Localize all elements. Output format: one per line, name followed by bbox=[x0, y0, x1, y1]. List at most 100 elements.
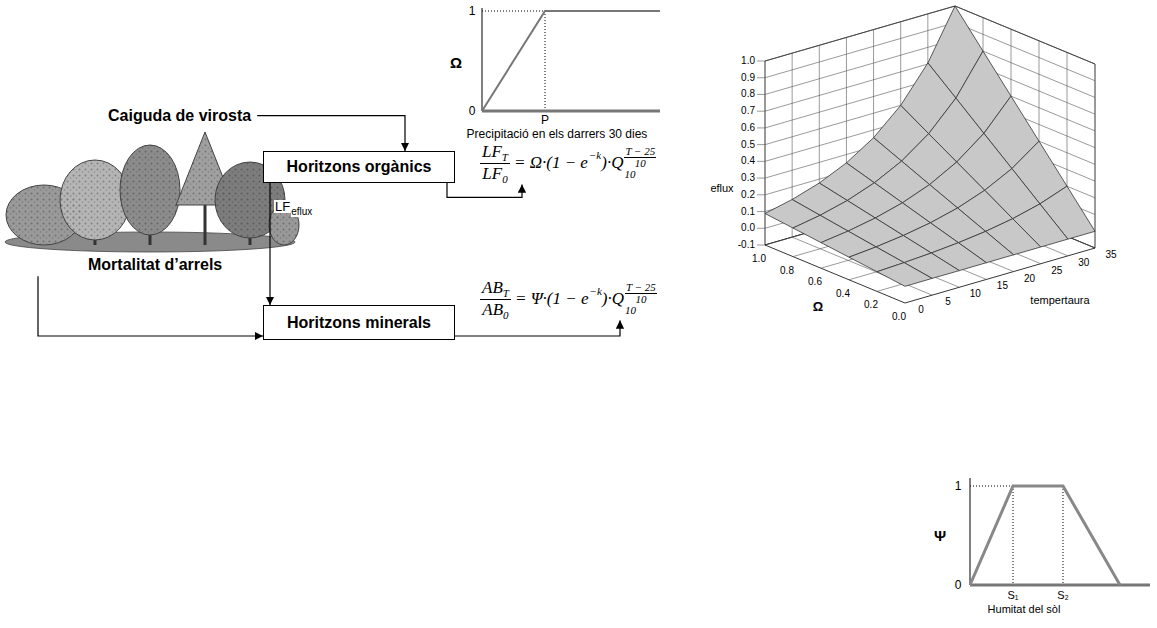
axis-label: 0.5 bbox=[741, 140, 755, 150]
axis-label: 1.0 bbox=[741, 56, 755, 66]
grid-line bbox=[757, 61, 765, 62]
axis-label: 0.2 bbox=[741, 190, 755, 200]
flux-label: Caiguda de virosta bbox=[106, 104, 257, 127]
axis-label: eflux bbox=[291, 207, 312, 217]
grid-line bbox=[757, 94, 765, 95]
flow-arrow bbox=[257, 116, 405, 151]
equation-part: T − 251010 bbox=[624, 146, 656, 180]
axis-label: 0 bbox=[955, 579, 962, 591]
equation-term: 10 bbox=[625, 305, 636, 316]
axis-label: 0.9 bbox=[741, 73, 755, 83]
texture bbox=[120, 145, 180, 235]
equation-part: LF0 bbox=[480, 164, 509, 184]
flux-label: LF bbox=[274, 200, 291, 213]
axis-label: 1 bbox=[955, 480, 962, 492]
process-box: Horitzons orgànics bbox=[263, 151, 455, 183]
equation-term: AB bbox=[482, 278, 503, 297]
omega-chart bbox=[482, 8, 660, 111]
axis-label: Ω bbox=[813, 300, 823, 313]
axis-label: 0.8 bbox=[780, 266, 794, 276]
axis-label: tempertaura bbox=[1030, 295, 1089, 306]
vegetation-illustration bbox=[5, 132, 299, 252]
grid-line bbox=[757, 77, 765, 78]
grid-line bbox=[757, 111, 765, 112]
guide-line bbox=[482, 11, 545, 12]
equation-term: 0 bbox=[502, 173, 508, 185]
equation-term: )·Q bbox=[601, 153, 623, 173]
equation-term: T − 25 bbox=[625, 145, 655, 157]
grid-line bbox=[757, 178, 765, 179]
grid-line bbox=[757, 127, 765, 128]
axis-label: Ω bbox=[450, 55, 462, 70]
shrub bbox=[60, 160, 130, 240]
axis-label: 0.2 bbox=[864, 300, 878, 310]
equation-term: 10 bbox=[635, 294, 646, 305]
equation-part: ABT bbox=[480, 279, 511, 300]
grid-line bbox=[757, 211, 765, 212]
axis bbox=[482, 8, 483, 111]
axis-label: Precipitació en els darrers 30 dies bbox=[467, 128, 648, 140]
guide-line bbox=[970, 486, 1013, 487]
node-text: Horitzons minerals bbox=[287, 314, 431, 332]
axis-label: Ψ bbox=[934, 528, 946, 543]
guide-line bbox=[1063, 486, 1064, 584]
axis-label: 5 bbox=[945, 297, 951, 307]
surface-patch bbox=[877, 263, 932, 287]
axis-label: 1.0 bbox=[752, 254, 766, 264]
axis-label: 25 bbox=[1051, 266, 1062, 276]
equation-term: −k bbox=[590, 285, 602, 297]
equation-term: AB bbox=[482, 300, 503, 319]
node-text: Caiguda de virosta bbox=[108, 107, 251, 124]
flow-arrow bbox=[447, 183, 522, 197]
axis-label: eflux bbox=[710, 183, 733, 194]
grid-line bbox=[757, 228, 765, 229]
axis bbox=[970, 584, 1150, 587]
node-text: Horitzons orgànics bbox=[287, 158, 432, 176]
equation-part: T − 25 bbox=[625, 282, 657, 294]
equation-part: AB0 bbox=[480, 300, 510, 320]
axis-label: 0.6 bbox=[808, 277, 822, 287]
equation-part: T − 2510 bbox=[625, 282, 657, 305]
axis-label: 30 bbox=[1078, 258, 1089, 268]
equation-term: = Ω·(1 − e bbox=[514, 153, 588, 173]
equation: ABTAB0= Ψ·(1 − e−k)·QT − 251010 bbox=[480, 279, 657, 319]
texture bbox=[60, 160, 130, 240]
axis-label: S₂ bbox=[1057, 590, 1069, 601]
equation-term: )·Q bbox=[602, 289, 624, 309]
flow-arrow bbox=[269, 183, 270, 305]
axis-label: 0.8 bbox=[741, 89, 755, 99]
grid-line bbox=[765, 6, 955, 61]
shrub bbox=[120, 145, 180, 235]
axis bbox=[482, 110, 660, 113]
node-text: Mortalitat d’arrels bbox=[88, 256, 222, 273]
equation-part: T − 2510 bbox=[624, 146, 656, 169]
axis-label: S₁ bbox=[1007, 590, 1018, 601]
guide-line bbox=[1013, 486, 1014, 584]
axis-label: 15 bbox=[997, 281, 1008, 291]
axis-label: Humitat del sòl bbox=[988, 604, 1061, 615]
equation-part: T − 251010 bbox=[625, 282, 657, 316]
flow-arrow bbox=[38, 276, 263, 336]
grid-line bbox=[757, 144, 765, 145]
axis-label: 0.3 bbox=[741, 173, 755, 183]
equation-term: LF bbox=[482, 142, 502, 161]
equation-term: T − 25 bbox=[626, 281, 656, 293]
axis-label: 0.7 bbox=[741, 106, 755, 116]
axis-label: -0.1 bbox=[738, 240, 755, 250]
axis-label: 0 bbox=[918, 305, 924, 315]
axis-label: 0.0 bbox=[741, 223, 755, 233]
surface-chart bbox=[757, 6, 1095, 303]
equation-term: −k bbox=[589, 149, 601, 161]
equation-term: = Ψ·(1 − e bbox=[515, 289, 589, 309]
axis-label: 10 bbox=[970, 289, 981, 299]
equation-part: LFTLF0 bbox=[480, 143, 510, 183]
equation-term: LF bbox=[482, 164, 502, 183]
response-curve bbox=[482, 11, 660, 111]
axis-label: 0.0 bbox=[892, 312, 906, 322]
foliage-texture bbox=[6, 132, 299, 245]
equation: LFTLF0= Ω·(1 − e−k)·QT − 251010 bbox=[480, 143, 656, 183]
axis-label: 0 bbox=[469, 105, 476, 117]
axis-label: 20 bbox=[1024, 274, 1035, 284]
